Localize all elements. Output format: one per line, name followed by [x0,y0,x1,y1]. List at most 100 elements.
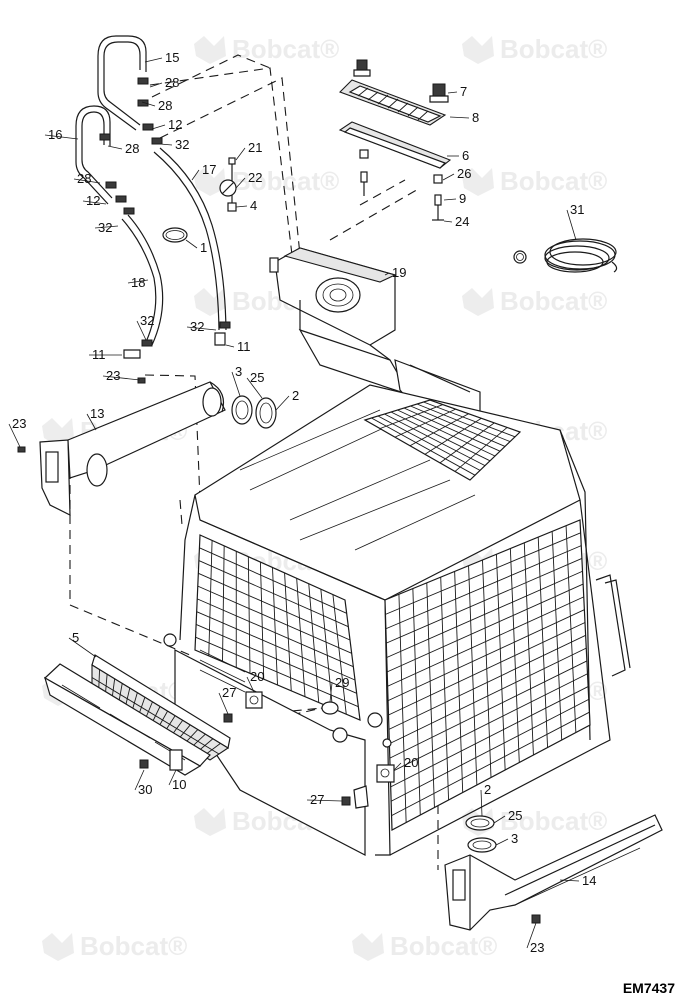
foam-seal-coil [513,238,618,273]
callout-leader-c23a [102,375,141,381]
air-duct-left [17,377,277,516]
callout-leader-c19 [384,272,390,276]
callout-leader-c25a [246,377,263,399]
callout-c26: 26 [457,166,471,181]
callout-leader-c8 [449,116,470,119]
callout-c31: 31 [570,202,584,217]
callout-c11a: 11 [92,347,106,362]
callout-leader-c16 [44,134,79,140]
callout-leader-c4 [235,205,248,208]
watermark-logo-icon [42,418,74,446]
callout-c19: 19 [392,265,406,280]
watermark-bobcat: Bobcat® [500,166,607,196]
callout-c25b: 25 [508,808,522,823]
callout-c29: 29 [335,675,349,690]
callout-leader-c26 [442,173,455,181]
callout-leader-c21 [235,147,246,161]
heater-hoses [75,35,237,359]
watermark-bobcat: Bobcat® [500,806,607,836]
callout-leader-c12a [151,124,166,130]
callout-leader-c31 [566,209,577,241]
fresh-air-filter-assembly [338,59,452,221]
callout-c5: 5 [72,630,79,645]
callout-leader-c28d [73,178,101,184]
callout-leader-c12b [82,200,107,205]
callout-leader-c20b [393,762,402,771]
callout-leader-c20a [246,676,255,693]
callout-leader-c30 [134,769,145,791]
callout-leader-c29 [329,682,333,703]
recirculation-filter-assembly [43,654,231,776]
callout-c13: 13 [90,406,104,421]
callout-leader-c11b [225,344,235,348]
callout-c3a: 3 [235,364,242,379]
callout-leader-c24 [443,220,453,223]
watermark-bobcat: Bobcat® [390,931,497,961]
callout-c23c: 23 [530,940,544,955]
callout-c22: 22 [248,170,262,185]
callout-c6: 6 [462,148,469,163]
watermark-logo-icon [462,36,494,64]
callout-leader-c3b [495,838,509,846]
callout-c1: 1 [200,240,207,255]
callout-leader-c10 [168,769,177,786]
callout-c32b: 32 [98,220,112,235]
callout-leader-c9 [443,198,457,201]
callout-leader-c28b [141,101,156,107]
watermark-logo-icon [194,36,226,64]
callout-c28c: 28 [125,141,139,156]
callout-c25a: 25 [250,370,264,385]
callout-c10: 10 [172,777,186,792]
callout-leader-c28c [107,145,123,150]
callout-c20a: 20 [250,669,264,684]
callout-leader-c28a [149,82,163,88]
callout-c27a: 27 [222,685,236,700]
callout-c28a: 28 [165,75,179,90]
watermark-bobcat: Bobcat® [232,34,339,64]
watermark-bobcat: Bobcat® [500,286,607,316]
watermark-bobcat: Bobcat® [80,931,187,961]
callout-c11b: 11 [237,339,251,354]
callout-c15: 15 [165,50,179,65]
callout-leader-c32b [94,225,119,229]
callout-c3b: 3 [511,831,518,846]
callout-leader-c3a [231,371,241,397]
callout-c23a: 23 [106,368,120,383]
watermark-logo-icon [462,288,494,316]
callout-c14: 14 [582,873,596,888]
watermark-logo-icon [462,168,494,196]
callout-c32c: 32 [140,313,154,328]
callout-leader-c7 [447,91,458,94]
callout-leader-c13 [86,413,97,431]
callout-c16: 16 [48,127,62,142]
callout-leader-c1 [185,239,198,249]
watermark-logo-icon [194,808,226,836]
callout-c28b: 28 [158,98,172,113]
callout-c2a: 2 [292,388,299,403]
callout-leader-c32c [136,320,147,341]
callout-c17: 17 [202,162,216,177]
callout-leader-c25b [493,815,506,824]
callout-leader-c14 [559,879,580,882]
callout-leader-c18 [127,279,149,284]
callout-leader-c27b [306,799,343,802]
callout-leader-c2a [275,395,290,411]
callout-leader-c22 [235,177,246,189]
watermark-logo-icon [194,288,226,316]
watermark-logo-icon [194,168,226,196]
callout-c9: 9 [459,191,466,206]
callout-c12b: 12 [86,193,100,208]
callout-c28d: 28 [77,171,91,186]
callout-c8: 8 [472,110,479,125]
watermark-logo-icon [352,933,384,961]
callout-c23b: 23 [12,416,26,431]
callout-c12a: 12 [168,117,182,132]
callout-leader-c32a [159,143,173,146]
callout-leader-c17 [191,169,200,181]
drawing-code: EM7437 [623,980,675,996]
callout-c7: 7 [460,84,467,99]
callout-c32a: 32 [175,137,189,152]
callout-c32d: 32 [190,319,204,334]
